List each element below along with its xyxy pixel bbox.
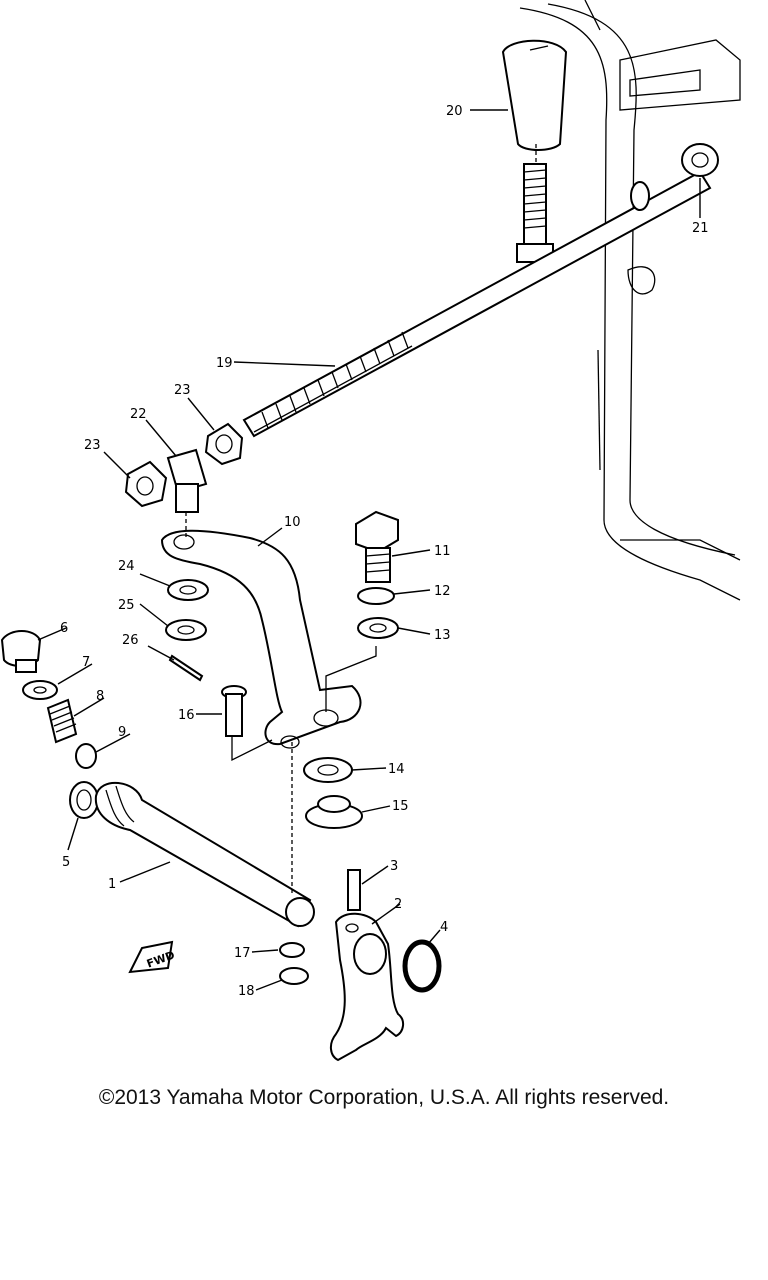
cotter-pin bbox=[168, 654, 204, 682]
callout-20: 20 bbox=[446, 104, 463, 119]
callout-17: 17 bbox=[234, 946, 251, 961]
copyright-notice: ©2013 Yamaha Motor Corporation, U.S.A. A… bbox=[98, 1086, 670, 1109]
shift-shaft bbox=[94, 781, 315, 928]
callout-23-left: 23 bbox=[84, 438, 101, 453]
washer-25 bbox=[165, 619, 207, 641]
callout-8: 8 bbox=[96, 689, 104, 704]
shift-knob bbox=[501, 39, 568, 263]
callout-19: 19 bbox=[216, 356, 233, 371]
callout-18: 18 bbox=[238, 984, 255, 999]
washer-12 bbox=[357, 587, 395, 605]
circlip-18 bbox=[279, 967, 309, 985]
callout-3: 3 bbox=[390, 859, 398, 874]
callouts: 20 21 19 23 22 23 10 11 12 13 24 25 26 6… bbox=[60, 104, 709, 999]
callout-22: 22 bbox=[130, 407, 147, 422]
shift-rod bbox=[242, 170, 712, 438]
callout-10: 10 bbox=[284, 515, 301, 530]
callout-25: 25 bbox=[118, 598, 135, 613]
callout-23-top: 23 bbox=[174, 383, 191, 398]
lever-bolt bbox=[355, 510, 399, 583]
callout-16: 16 bbox=[178, 708, 195, 723]
callout-15: 15 bbox=[392, 799, 409, 814]
callout-9: 9 bbox=[118, 725, 126, 740]
collar-15 bbox=[305, 795, 363, 829]
lever-pin bbox=[221, 685, 247, 737]
fork-pin bbox=[347, 869, 361, 911]
callout-2: 2 bbox=[394, 897, 402, 912]
frame-outline bbox=[519, 0, 741, 601]
washer-14 bbox=[303, 757, 353, 783]
o-ring bbox=[402, 939, 442, 993]
oil-seal bbox=[69, 781, 99, 819]
washer-17 bbox=[279, 942, 305, 958]
fwd-arrow-badge: FWD bbox=[128, 940, 176, 974]
callout-11: 11 bbox=[434, 544, 451, 559]
callout-21: 21 bbox=[692, 221, 709, 236]
callout-26: 26 bbox=[122, 633, 139, 648]
callout-5: 5 bbox=[62, 855, 70, 870]
callout-1: 1 bbox=[108, 877, 116, 892]
callout-24: 24 bbox=[118, 559, 135, 574]
assembly-lines bbox=[185, 144, 537, 896]
leader-lines bbox=[37, 109, 701, 991]
washer-13 bbox=[357, 617, 399, 639]
callout-14: 14 bbox=[388, 762, 405, 777]
washer-24 bbox=[167, 579, 209, 601]
callout-12: 12 bbox=[434, 584, 451, 599]
callout-6: 6 bbox=[60, 621, 68, 636]
exploded-parts-diagram: 20 21 19 23 22 23 10 11 12 13 24 25 26 6… bbox=[0, 0, 741, 1062]
rod-end-joint bbox=[124, 422, 244, 513]
callout-13: 13 bbox=[434, 628, 451, 643]
detent-assembly bbox=[0, 630, 97, 769]
shift-lever bbox=[160, 529, 362, 749]
callout-4: 4 bbox=[440, 920, 448, 935]
callout-7: 7 bbox=[82, 655, 90, 670]
grommet bbox=[681, 143, 719, 177]
shift-fork bbox=[330, 912, 404, 1062]
